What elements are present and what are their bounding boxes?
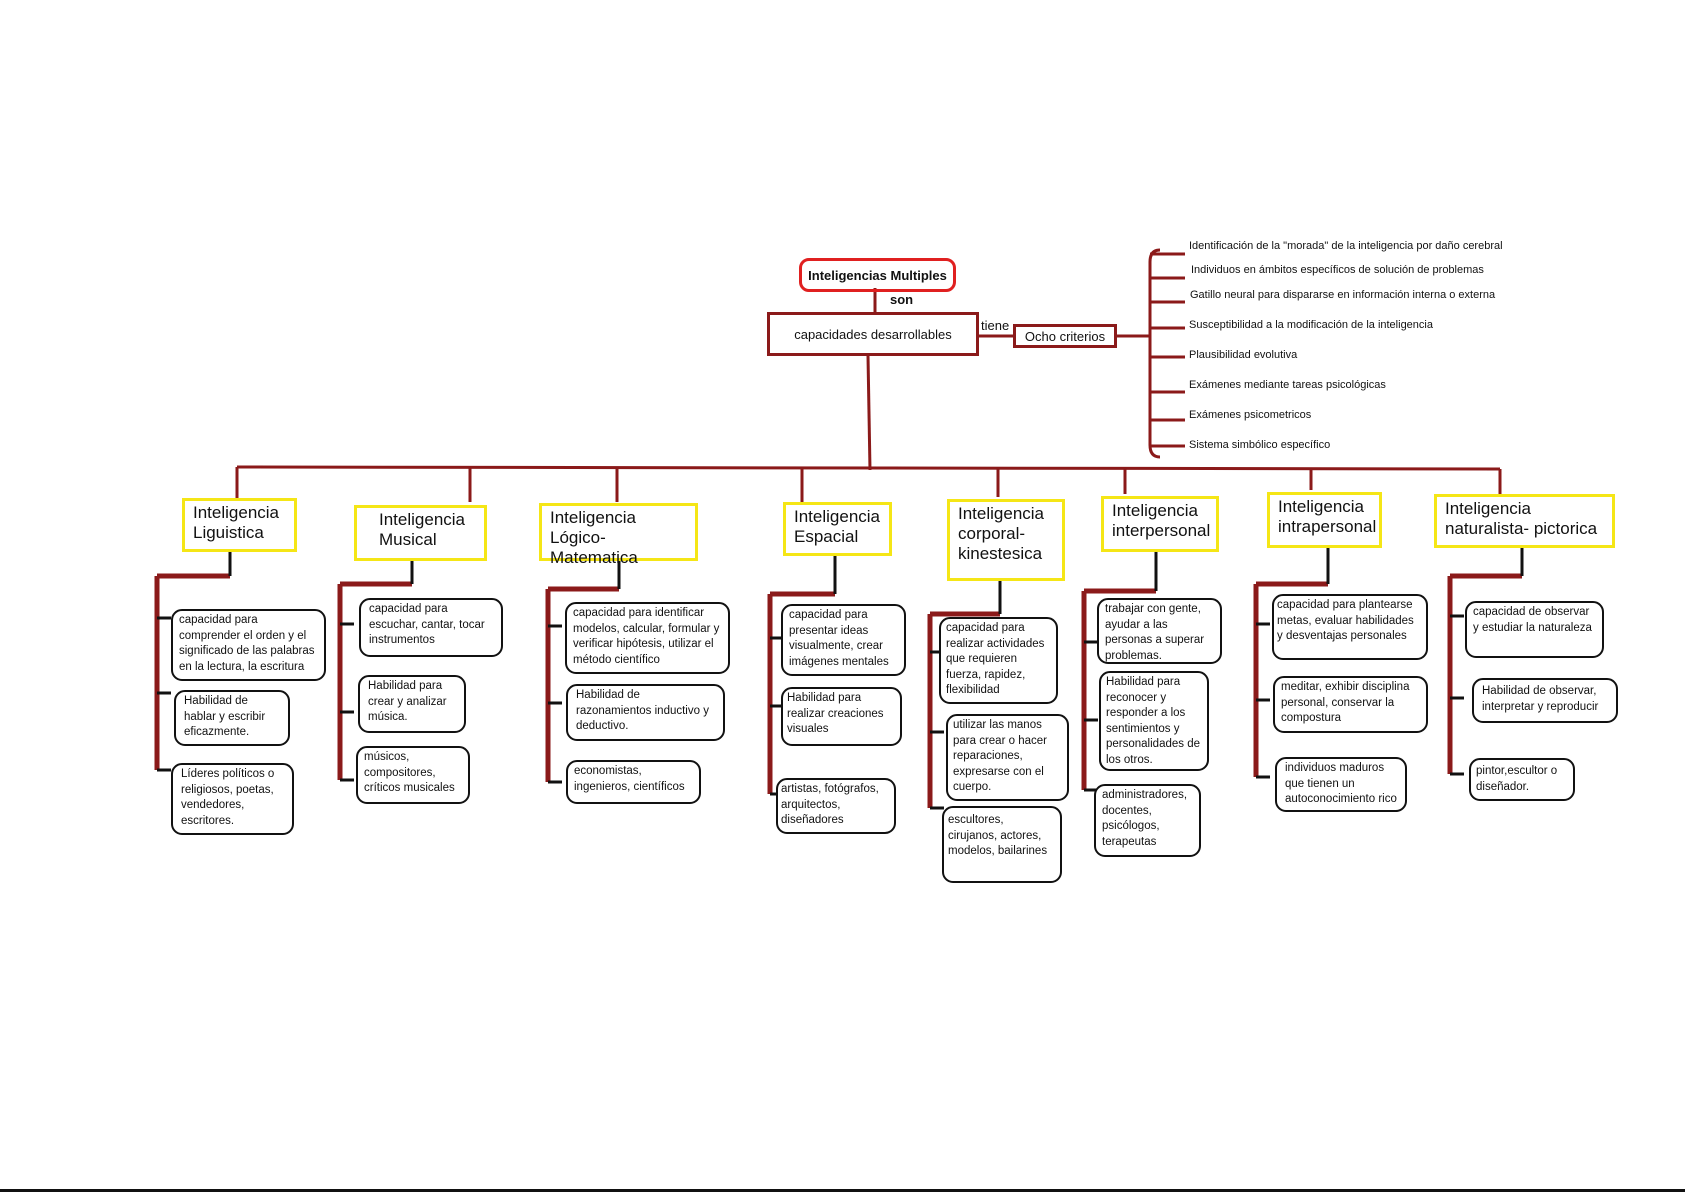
item-card: Líderes políticos o religiosos, poetas, … [171, 763, 294, 835]
category-naturalista-pictorica: Inteligencia naturalista- pictorica [1434, 494, 1615, 548]
category-musical: Inteligencia Musical [354, 505, 487, 561]
category-interpersonal: Inteligencia interpersonal [1101, 496, 1219, 552]
item-card: capacidad para realizar actividades que … [939, 617, 1058, 704]
category-linguistica: Inteligencia Liguistica [182, 498, 297, 552]
criterion-item: Exámenes mediante tareas psicológicas [1189, 379, 1386, 391]
category-title-line: Liguistica [193, 523, 264, 542]
item-card: Habilidad de hablar y escribir eficazmen… [174, 690, 290, 746]
link-son: son [890, 292, 914, 307]
item-card: meditar, exhibir disciplina personal, co… [1273, 676, 1428, 733]
item-card: Habilidad de razonamientos inductivo y d… [566, 684, 725, 741]
item-card: capacidad para plantearse metas, evaluar… [1272, 594, 1428, 660]
criterion-item: Plausibilidad evolutiva [1189, 349, 1298, 361]
root-title: Inteligencias Multiples [808, 267, 947, 283]
item-card: Habilidad para crear y analizar música. [358, 675, 466, 733]
item-card: capacidad para escuchar, cantar, tocar i… [359, 598, 503, 657]
category-logico-matematica: Inteligencia Lógico-Matematica [539, 503, 698, 567]
link-tiene: tiene [981, 318, 1010, 333]
item-card: artistas, fotógrafos, arquitectos, diseñ… [776, 778, 896, 834]
criteria-title: Ocho criterios [1024, 328, 1106, 344]
category-title-line: Inteligencia [550, 508, 637, 527]
item-card: Habilidad para realizar creaciones visua… [781, 687, 902, 746]
category-espacial: Inteligencia Espacial [783, 502, 892, 556]
item-card: administradores, docentes, psicólogos, t… [1094, 784, 1201, 857]
item-card: individuos maduros que tienen un autocon… [1275, 757, 1407, 812]
item-card: Habilidad de observar, interpretar y rep… [1472, 678, 1618, 723]
item-card: utilizar las manos para crear o hacer re… [946, 714, 1069, 801]
category-title-line: Inteligencia [193, 503, 280, 522]
criteria-box: Ocho criterios [1013, 324, 1117, 348]
category-title-line: Espacial [794, 527, 859, 546]
item-card: capacidad para comprender el orden y el … [171, 609, 326, 681]
item-card: escultores, cirujanos, actores, modelos,… [942, 806, 1062, 883]
item-card: músicos, compositores, críticos musicale… [356, 746, 470, 804]
category-title-line: interpersonal [1112, 521, 1211, 540]
item-card: capacidad para identificar modelos, calc… [565, 602, 730, 674]
category-title-line: Lógico-Matematica [550, 528, 638, 567]
category-title-line: naturalista- pictorica [1445, 519, 1598, 538]
category-title-line: Inteligencia [1112, 501, 1199, 520]
definition-label: capacidades desarrollables [794, 326, 952, 342]
category-corporal-kinestesica: Inteligencia corporal- kinestesica [947, 499, 1065, 581]
item-card: Habilidad para reconocer y responder a l… [1099, 671, 1209, 771]
category-title-line: Inteligencia [794, 507, 881, 526]
criterion-item: Sistema simbólico específico [1189, 439, 1331, 451]
criterion-item: Susceptibilidad a la modificación de la … [1189, 319, 1433, 331]
category-intrapersonal: Inteligencia intrapersonal [1267, 492, 1382, 548]
category-title-line: Musical [379, 530, 437, 549]
category-title-line: Inteligencia [958, 504, 1045, 523]
criterion-item: Identificación de la "morada" de la inte… [1189, 240, 1503, 252]
item-card: pintor,escultor o diseñador. [1469, 758, 1575, 801]
item-card: capacidad para presentar ideas visualmen… [781, 604, 906, 676]
criterion-item: Individuos en ámbitos específicos de sol… [1191, 264, 1484, 276]
criterion-item: Gatillo neural para dispararse en inform… [1190, 289, 1496, 301]
category-title-line: Inteligencia [1278, 497, 1365, 516]
item-card: capacidad de observar y estudiar la natu… [1465, 601, 1604, 658]
category-title-line: Inteligencia [379, 510, 466, 529]
root-concept-box: Inteligencias Multiples [799, 258, 956, 292]
item-card: economistas, ingenieros, científicos [566, 760, 701, 804]
bottom-border [0, 1189, 1685, 1192]
category-title-line: kinestesica [958, 544, 1043, 563]
item-card: trabajar con gente, ayudar a las persona… [1097, 598, 1222, 664]
category-title-line: intrapersonal [1278, 517, 1377, 536]
definition-box: capacidades desarrollables [767, 312, 979, 356]
category-title-line: corporal- [958, 524, 1026, 543]
category-title-line: Inteligencia [1445, 499, 1532, 518]
criterion-item: Exámenes psicometricos [1189, 409, 1312, 421]
